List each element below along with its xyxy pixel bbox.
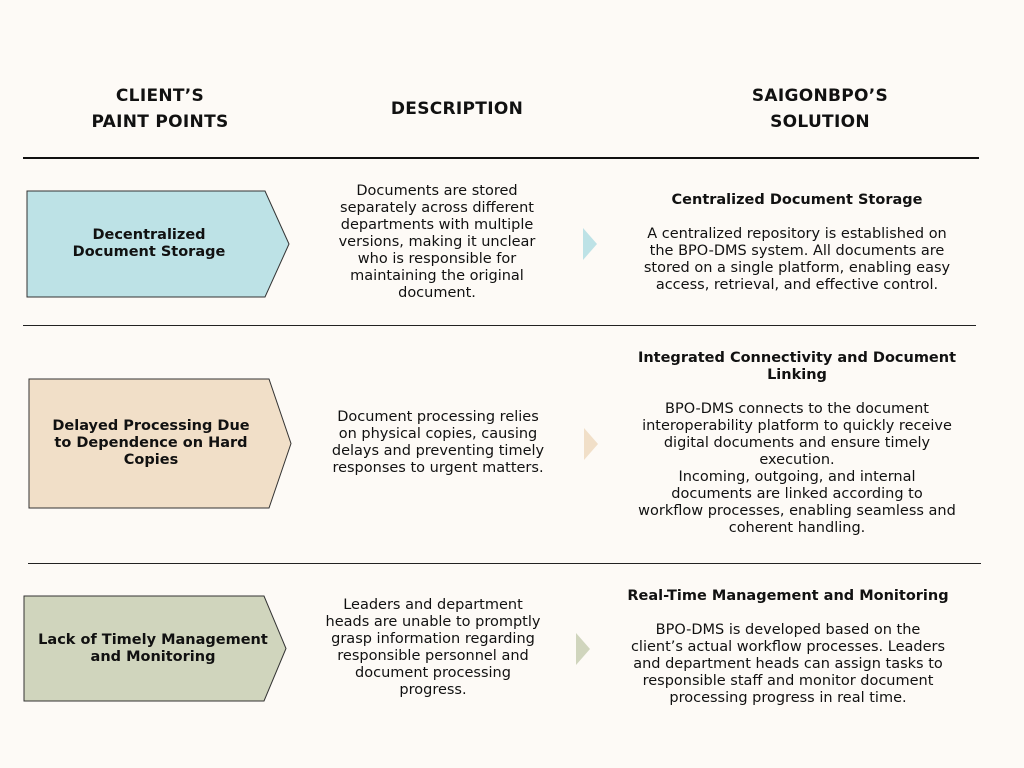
description-2: Document processing relies on physical c… (331, 409, 545, 476)
header-description: DESCRIPTION (390, 99, 524, 119)
description-3: Leaders and department heads are unable … (325, 597, 541, 698)
chevron-right-icon (576, 633, 590, 665)
pain-point-label-1: Decentralized Document Storage (72, 227, 226, 260)
header-solution: SAIGONBPO’S SOLUTION (751, 86, 889, 132)
solution-title-2: Integrated Connectivity and Document Lin… (637, 350, 957, 383)
solution-title-1: Centralized Document Storage (671, 192, 923, 208)
header-pain-points: CLIENT’S PAINT POINTS (91, 86, 229, 132)
pain-point-label-3: Lack of Timely Management and Monitoring (38, 631, 268, 665)
pentagon-arrow (28, 378, 292, 509)
solution-3: Real-Time Management and Monitoring BPO-… (603, 588, 973, 707)
pentagon-arrow (23, 595, 287, 702)
header-divider (23, 157, 979, 159)
pain-point-shape-3: Lack of Timely Management and Monitoring (23, 595, 287, 702)
pentagon-arrow (26, 190, 290, 298)
row-divider-2 (28, 563, 981, 564)
row-divider-1 (23, 325, 976, 326)
pain-point-label-2: Delayed Processing Due to Dependence on … (52, 418, 250, 468)
chevron-right-icon (584, 428, 598, 460)
chevron-right-icon (583, 228, 597, 260)
solution-title-3: Real-Time Management and Monitoring (627, 588, 949, 604)
pain-point-shape-1: Decentralized Document Storage (26, 190, 290, 298)
pain-point-shape-2: Delayed Processing Due to Dependence on … (28, 378, 292, 509)
solution-1: Centralized Document Storage A centraliz… (612, 192, 982, 294)
description-1: Documents are stored separately across d… (338, 183, 536, 301)
solution-2: Integrated Connectivity and Document Lin… (612, 350, 982, 537)
